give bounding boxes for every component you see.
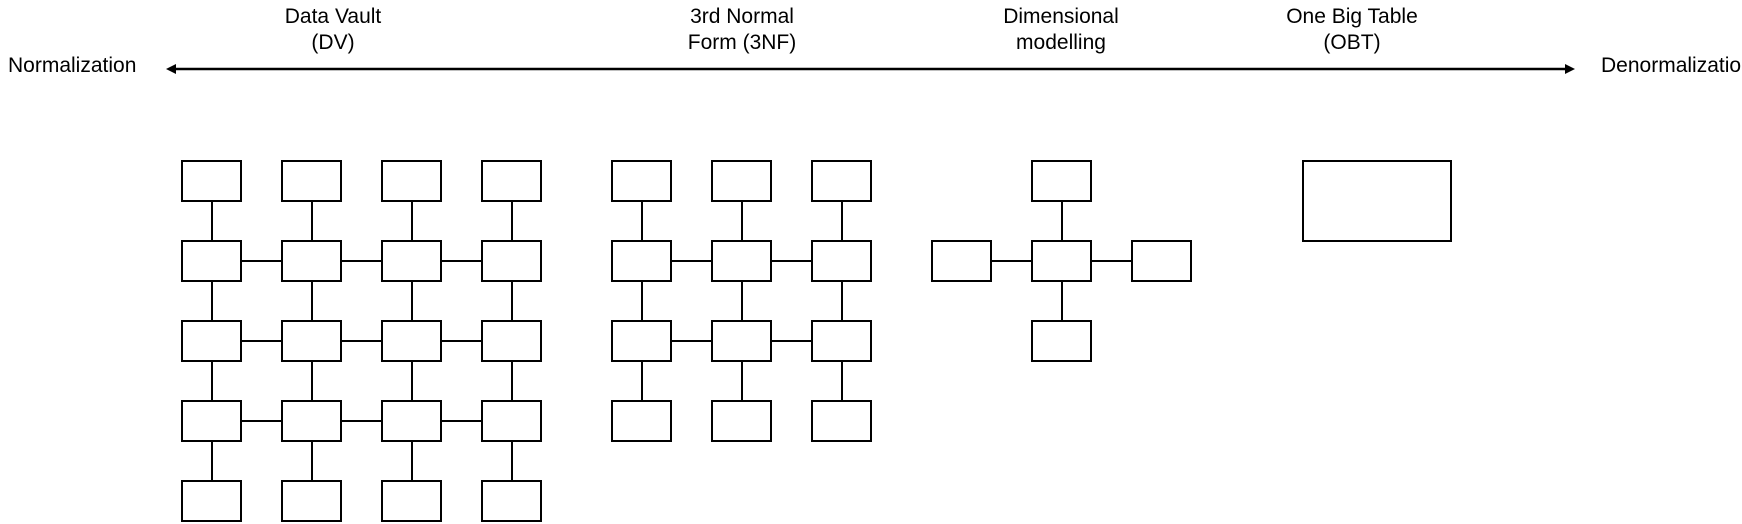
third-normal-form-connector-v [740,282,743,320]
data-vault-connector-v [410,362,413,400]
data-vault-connector-h [442,340,481,342]
data-vault-node [281,240,342,282]
dimensional-node-dimension-top [1031,160,1092,202]
third-normal-form-node [711,160,772,202]
stage-label-3nf: 3rd Normal Form (3NF) [687,5,797,54]
data-vault-node [481,240,542,282]
third-normal-form-node [811,240,872,282]
data-vault-connector-v [510,442,513,480]
third-normal-form-connector-h [672,340,711,342]
dimensional-node-dimension-bottom [1031,320,1092,362]
third-normal-form-node [811,320,872,362]
data-vault-connector-h [342,420,381,422]
dimensional-connector-h [1092,260,1131,262]
data-vault-connector-h [342,340,381,342]
third-normal-form-connector-h [772,260,811,262]
data-vault-node [281,480,342,522]
data-vault-node [181,320,242,362]
third-normal-form-connector-v [840,362,843,400]
data-vault-connector-v [510,362,513,400]
third-normal-form-connector-v [840,282,843,320]
data-vault-node [481,480,542,522]
data-vault-node [181,480,242,522]
data-vault-connector-v [210,442,213,480]
data-vault-connector-v [410,442,413,480]
third-normal-form-node [811,400,872,442]
stage-label-dimensional-modelling: Dimensional modelling [1003,5,1119,54]
third-normal-form-connector-v [640,282,643,320]
dimensional-node-dimension-right [1131,240,1192,282]
data-vault-connector-h [242,420,281,422]
data-vault-node [381,160,442,202]
third-normal-form-connector-v [840,202,843,240]
data-vault-connector-v [210,202,213,240]
data-vault-node [481,400,542,442]
third-normal-form-node [811,160,872,202]
data-vault-node [281,160,342,202]
data-vault-connector-v [310,282,313,320]
third-normal-form-node [611,160,672,202]
data-vault-connector-v [310,202,313,240]
dimensional-connector-h [992,260,1031,262]
third-normal-form-node [611,240,672,282]
data-vault-connector-h [442,260,481,262]
data-vault-connector-v [410,202,413,240]
axis-label-normalization: Normalization [8,54,137,77]
data-vault-connector-v [210,362,213,400]
third-normal-form-connector-h [672,260,711,262]
third-normal-form-connector-v [640,362,643,400]
third-normal-form-connector-v [640,202,643,240]
one-big-table-node [1302,160,1452,242]
data-vault-node [481,160,542,202]
data-vault-node [381,480,442,522]
data-vault-node [181,240,242,282]
data-vault-connector-h [242,260,281,262]
data-vault-connector-v [310,362,313,400]
data-vault-node [381,240,442,282]
stage-label-data-vault: Data Vault (DV) [284,5,382,54]
data-vault-connector-v [510,282,513,320]
data-vault-connector-h [442,420,481,422]
third-normal-form-node [711,320,772,362]
data-vault-node [381,400,442,442]
data-vault-node [281,320,342,362]
data-vault-connector-v [410,282,413,320]
data-vault-node [181,160,242,202]
third-normal-form-connector-v [740,202,743,240]
data-vault-node [181,400,242,442]
axis-label-denormalization: Denormalization [1601,54,1742,77]
data-vault-node [281,400,342,442]
third-normal-form-node [611,320,672,362]
data-vault-node [481,320,542,362]
third-normal-form-node [711,240,772,282]
data-vault-node [381,320,442,362]
data-vault-connector-h [242,340,281,342]
dimensional-node-dimension-left [931,240,992,282]
third-normal-form-connector-v [740,362,743,400]
dimensional-node-fact-center [1031,240,1092,282]
dimensional-connector-v [1060,202,1063,240]
data-vault-connector-v [210,282,213,320]
dimensional-connector-v [1060,282,1063,320]
stage-label-one-big-table: One Big Table (OBT) [1286,5,1418,54]
third-normal-form-node [711,400,772,442]
data-vault-connector-v [310,442,313,480]
data-vault-connector-h [342,260,381,262]
data-vault-connector-v [510,202,513,240]
third-normal-form-node [611,400,672,442]
third-normal-form-connector-h [772,340,811,342]
